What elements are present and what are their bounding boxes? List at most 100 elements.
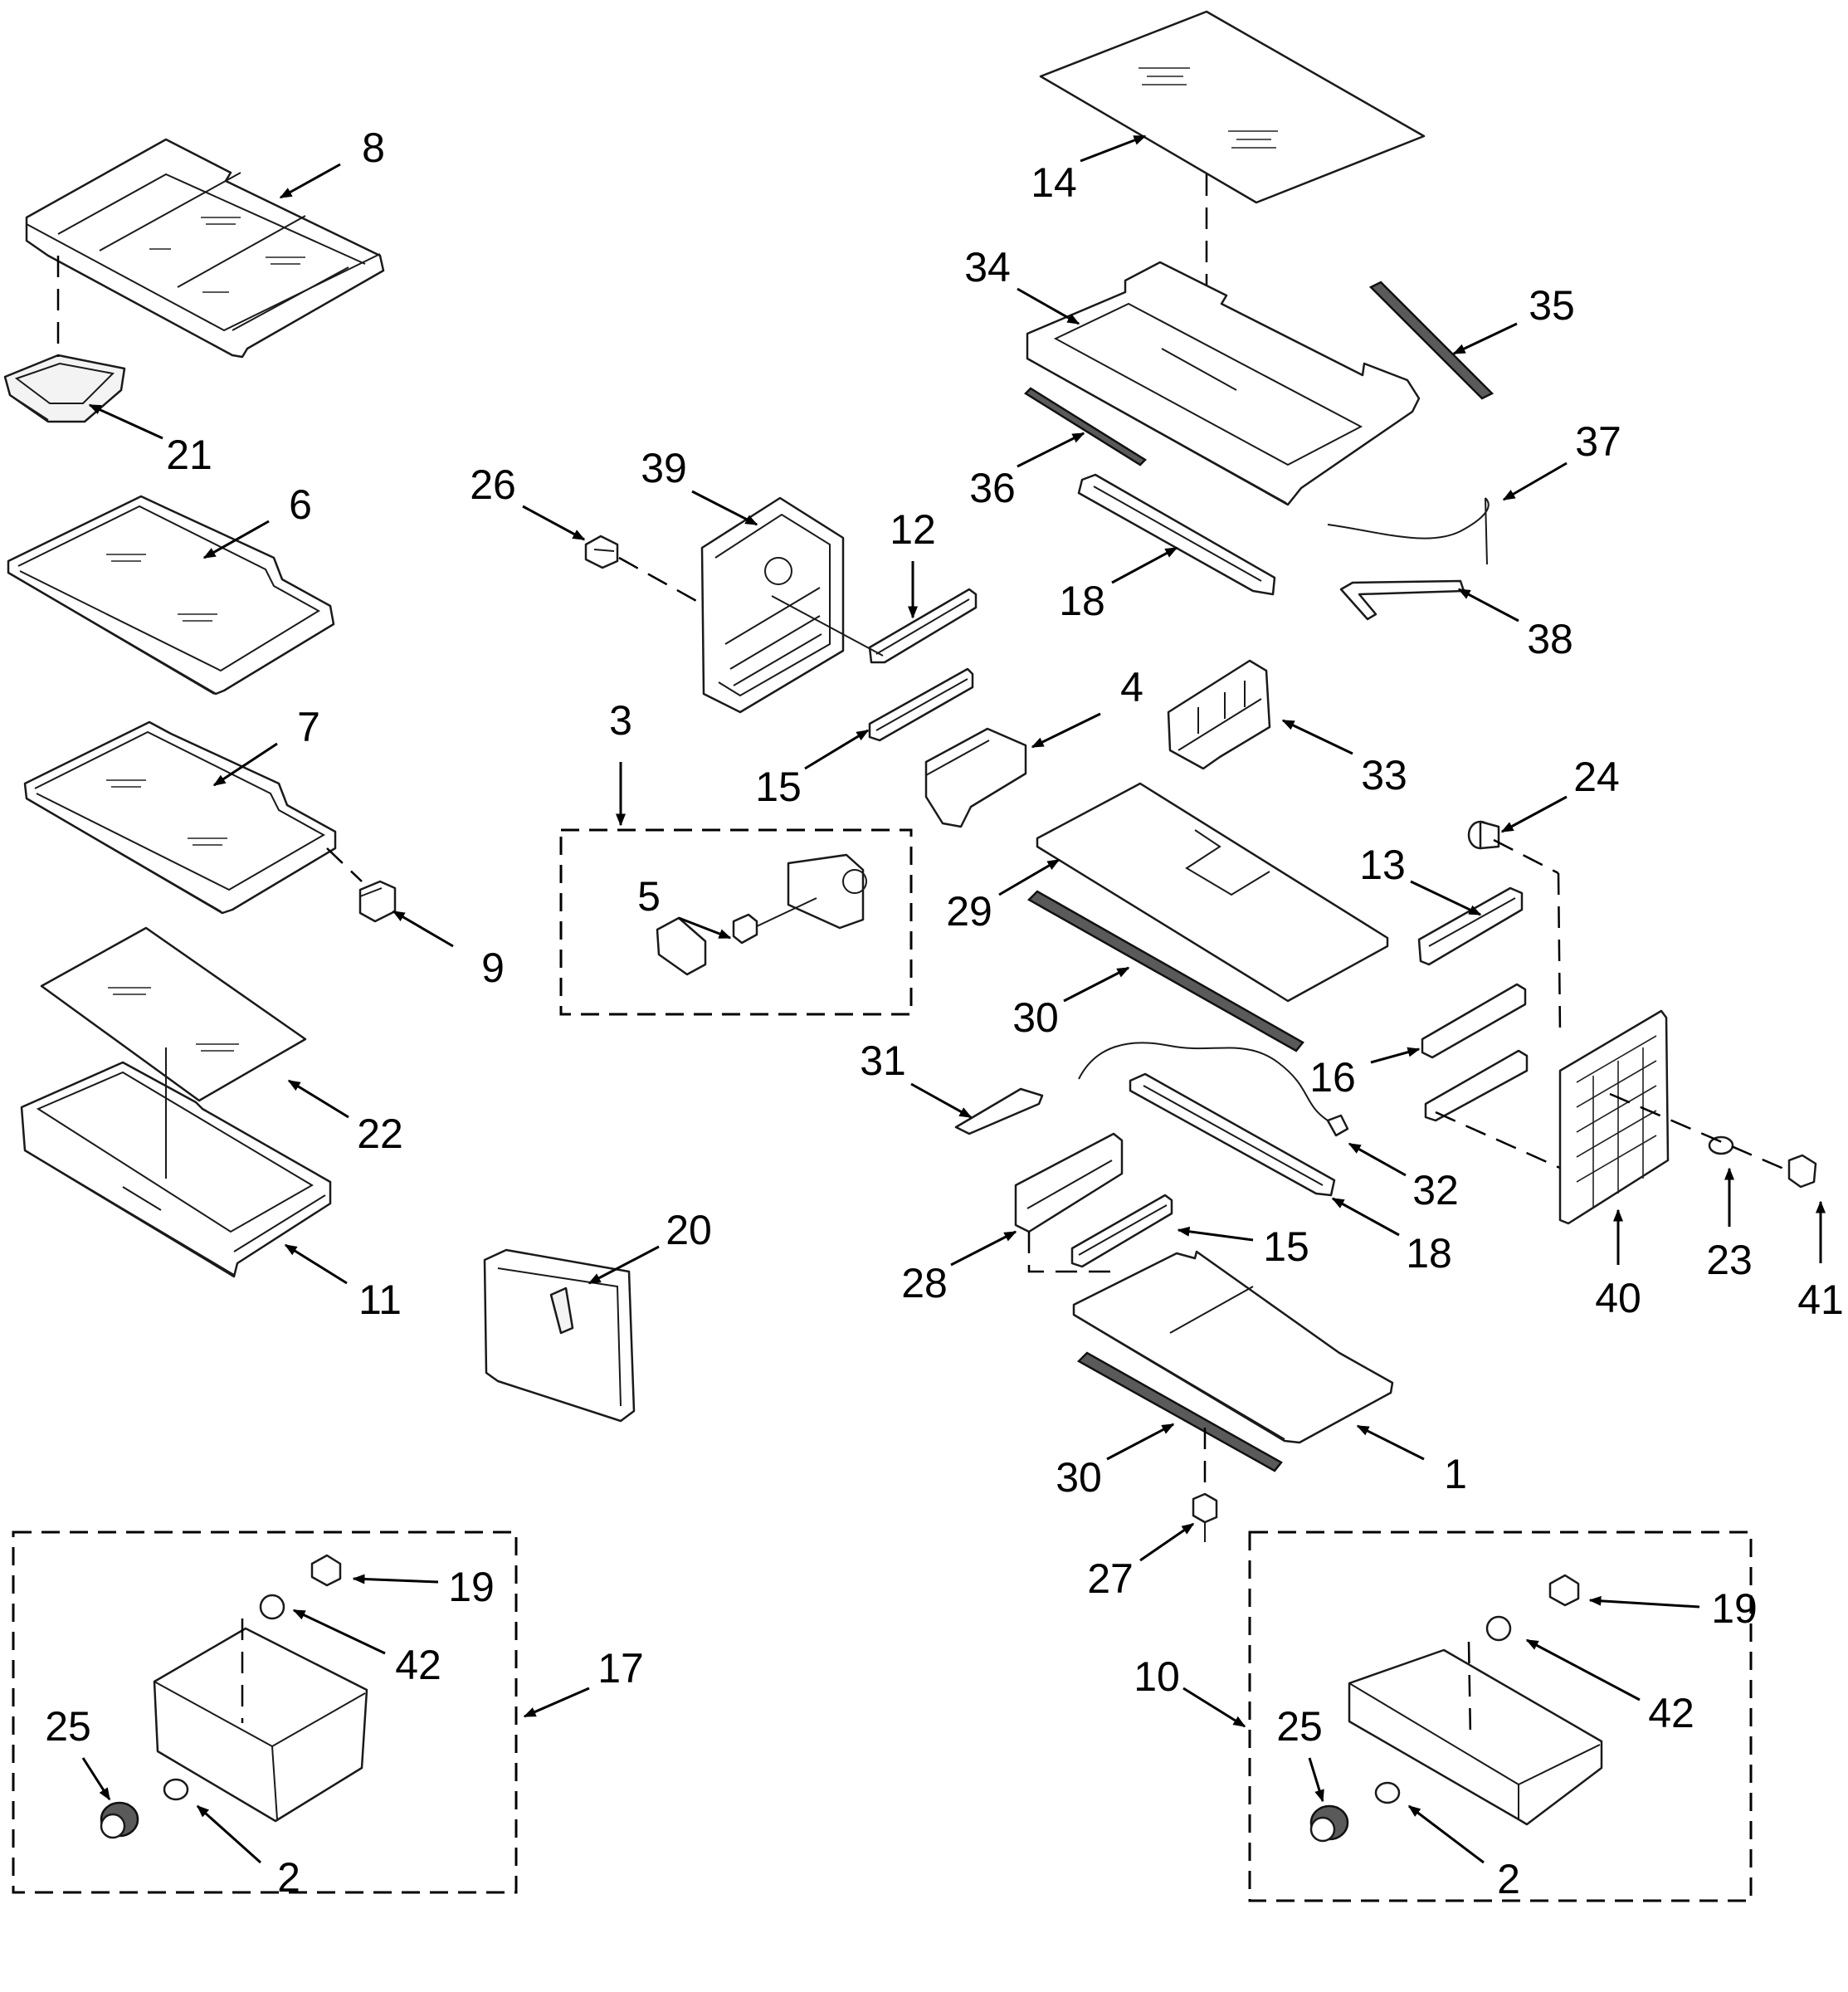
leader-arrow-c4: [1031, 712, 1101, 749]
leader-arrow-c35: [1452, 322, 1518, 355]
leader-arrow-c1: [1356, 1424, 1425, 1461]
callout-label-c30a: 30: [1012, 994, 1059, 1041]
part-15-rail-lower: [1070, 1194, 1173, 1268]
callout-label-c27: 27: [1087, 1555, 1134, 1602]
callout-label-c19a: 19: [448, 1564, 495, 1610]
part-23-washer: [1708, 1135, 1734, 1155]
part-39-control-housing: [700, 496, 845, 714]
part-2-bearing-left: [163, 1778, 189, 1801]
leader-arrow-c19b: [1588, 1595, 1700, 1609]
callout-label-c26: 26: [470, 461, 516, 508]
part-10-drawer: [1348, 1648, 1603, 1826]
callout-label-c5: 5: [637, 873, 661, 920]
part-11-crisper-frame: [20, 1061, 332, 1278]
leader-arrow-c9: [392, 910, 454, 948]
leader-arrow-c42b: [1525, 1638, 1641, 1702]
callout-label-c33: 33: [1361, 752, 1407, 798]
callout-label-c22: 22: [357, 1111, 403, 1157]
part-25-knob-left: [100, 1801, 139, 1839]
leader-arrow-c7: [212, 742, 278, 787]
leader-arrow-c24: [1500, 795, 1568, 833]
callout-label-c2b: 2: [1497, 1856, 1520, 1902]
leader-arrow-c28: [950, 1230, 1017, 1267]
callout-label-c10: 10: [1134, 1653, 1180, 1700]
callout-label-c42b: 42: [1648, 1690, 1694, 1736]
part-16-rail-b: [1424, 1049, 1529, 1122]
leader-arrow-c36: [1017, 432, 1085, 468]
part-41-screw: [1787, 1154, 1817, 1189]
part-35-trim-strip: [1368, 281, 1494, 400]
leader-arrow-c14: [1080, 134, 1147, 163]
callout-label-c4: 4: [1120, 664, 1143, 710]
part-12-drawer-rail: [868, 588, 978, 664]
leader-arrow-c30b: [1106, 1423, 1175, 1461]
part-27-screw: [1192, 1492, 1218, 1542]
part-18-slide-rail: [1077, 473, 1276, 596]
leader-arrow-c33: [1281, 719, 1353, 755]
leader-arrow-c39: [691, 490, 758, 526]
callout-label-c19b: 19: [1711, 1585, 1758, 1632]
callout-label-c34: 34: [964, 244, 1011, 290]
callout-label-c18a: 18: [1059, 578, 1105, 624]
callout-label-c41: 41: [1797, 1277, 1844, 1323]
part-15-rail-upper: [868, 667, 974, 742]
leader-arrow-c22: [287, 1079, 349, 1119]
part-30-trim-lower: [1076, 1351, 1283, 1472]
part-10-drawer-assembly-box: [1248, 1531, 1753, 1902]
part-30-trim-upper: [1026, 890, 1304, 1052]
leader-arrow-c37: [1502, 461, 1568, 501]
leader-arrow-c25a: [81, 1757, 111, 1801]
part-19-screw-left: [310, 1554, 342, 1587]
part-20-pan-cover: [483, 1248, 636, 1423]
part-17-drawer-assembly-box: [12, 1531, 518, 1894]
part-6-glass-shelf: [7, 495, 335, 696]
callout-label-c38: 38: [1527, 616, 1573, 662]
callout-label-c13: 13: [1359, 842, 1406, 888]
callout-label-c6: 6: [289, 481, 312, 528]
callout-label-c3: 3: [609, 697, 632, 744]
leader-lines: [81, 134, 1826, 1864]
part-36-trim-strip: [1024, 387, 1147, 466]
leader-arrow-c18a: [1111, 546, 1178, 584]
callout-label-c16: 16: [1309, 1054, 1356, 1101]
leader-arrow-c26: [522, 505, 586, 541]
leader-arrow-c6: [202, 520, 270, 559]
leader-arrow-c2a: [196, 1804, 262, 1864]
part-33-bracket: [1167, 659, 1271, 770]
leader-arrow-c31: [910, 1082, 973, 1119]
leader-arrow-c27: [1139, 1522, 1195, 1562]
callout-label-c1: 1: [1444, 1451, 1467, 1497]
part-31-bracket: [954, 1087, 1044, 1135]
part-5-sensor: [656, 853, 867, 976]
callout-label-c12: 12: [890, 506, 936, 553]
callout-label-c21: 21: [166, 432, 212, 478]
part-26-screw: [584, 535, 619, 569]
leader-arrow-c18b: [1331, 1197, 1400, 1237]
callout-label-c11: 11: [358, 1277, 402, 1323]
callout-label-c8: 8: [362, 124, 385, 171]
leader-arrow-c19a: [352, 1574, 439, 1584]
part-42-washer-left: [259, 1594, 285, 1620]
callout-label-c25a: 25: [45, 1703, 91, 1750]
part-32-wire-harness: [1078, 1042, 1338, 1131]
leader-arrow-c13: [1410, 880, 1482, 916]
part-4-control-module: [924, 727, 1027, 828]
assembly-dash-line: [1493, 838, 1559, 875]
callout-label-c20: 20: [666, 1207, 712, 1253]
part-42-washer-right: [1485, 1615, 1512, 1642]
part-16-rail-a: [1421, 983, 1527, 1059]
leader-arrow-c25b: [1308, 1757, 1324, 1803]
callout-label-c36: 36: [969, 465, 1016, 511]
leader-arrow-c29: [998, 858, 1061, 896]
assembly-dash-line: [1435, 1111, 1563, 1170]
callout-label-c30b: 30: [1056, 1454, 1102, 1501]
part-17-drawer: [153, 1627, 368, 1823]
leader-arrow-c10: [1182, 1687, 1246, 1728]
part-32-sensor: [1326, 1114, 1349, 1137]
leader-arrow-c15a: [804, 729, 870, 770]
callout-label-c24: 24: [1573, 754, 1620, 800]
leader-arrow-c16: [1370, 1047, 1421, 1064]
callout-label-c17: 17: [597, 1645, 644, 1692]
